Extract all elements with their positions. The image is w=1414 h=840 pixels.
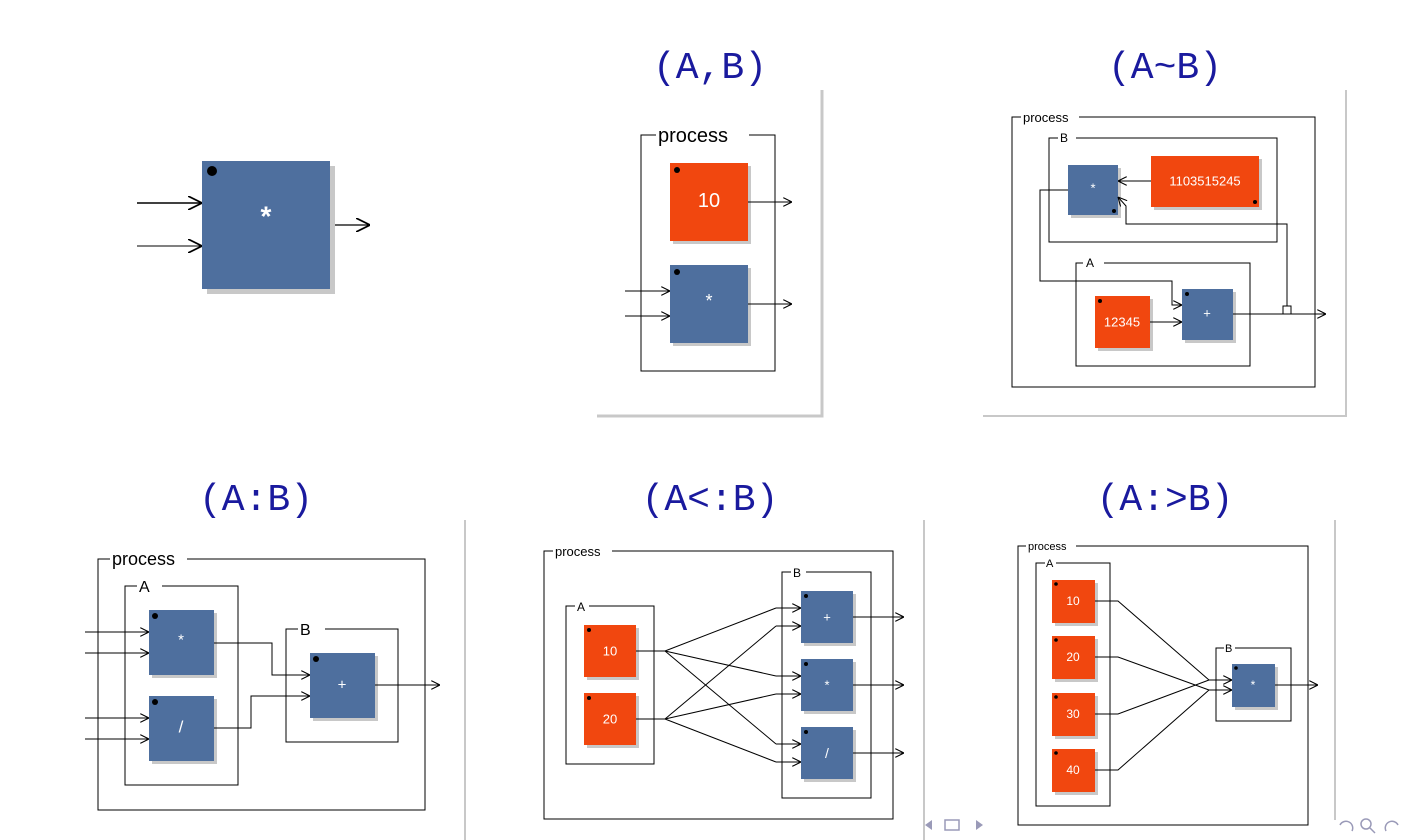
mul-block xyxy=(801,659,853,711)
diagram-merge: (A:>B) process A 10 20 30 40 B * xyxy=(1017,479,1336,826)
mul-block xyxy=(149,610,214,675)
num-block-30 xyxy=(1052,693,1095,736)
group-label-a: A xyxy=(139,579,150,596)
group-label-b: B xyxy=(1225,643,1232,655)
group-label-process: process xyxy=(112,549,175,569)
add-block xyxy=(310,653,375,718)
add-block xyxy=(801,591,853,643)
mul-label: * xyxy=(705,291,712,311)
mul-label: * xyxy=(261,201,272,232)
frame-icon[interactable] xyxy=(944,819,960,831)
diagram-single-mul: * xyxy=(137,161,370,294)
num-block-1103515245 xyxy=(1151,156,1259,207)
mul-label: * xyxy=(178,632,184,649)
num-label-10: 10 xyxy=(698,190,720,212)
title-parallel: (A,B) xyxy=(653,47,767,90)
diagram-recursive: (A~B) process B * 1103515245 A 12345 + xyxy=(983,47,1347,417)
mul-block xyxy=(1232,664,1275,707)
group-label-a: A xyxy=(1086,256,1094,270)
div-block xyxy=(149,696,214,761)
group-label-a: A xyxy=(577,600,585,614)
group-label-process: process xyxy=(555,544,601,559)
mul-label: * xyxy=(1251,678,1256,692)
search-icon[interactable] xyxy=(1360,818,1376,834)
num-label-1103515245: 1103515245 xyxy=(1169,174,1240,189)
num-label-30: 30 xyxy=(1066,707,1080,721)
title-merge: (A:>B) xyxy=(1097,479,1234,522)
div-block xyxy=(801,727,853,779)
nav-bar xyxy=(925,818,1399,834)
group-label-b: B xyxy=(1060,131,1068,145)
add-label: + xyxy=(338,677,347,694)
group-label-process: process xyxy=(1028,541,1067,553)
diagram-sequential: (A:B) process A * / B + xyxy=(85,479,466,840)
num-block-10 xyxy=(670,163,748,241)
group-label-process: process xyxy=(658,125,728,147)
add-block xyxy=(1182,289,1233,340)
triangle-left-icon[interactable] xyxy=(925,820,932,830)
group-label-process: process xyxy=(1023,110,1069,125)
title-split: (A<:B) xyxy=(642,479,779,522)
group-label-a: A xyxy=(1046,558,1054,570)
mul-label: * xyxy=(1090,181,1095,196)
triangle-right-icon[interactable] xyxy=(976,820,983,830)
num-label-10: 10 xyxy=(603,644,617,659)
num-block-20 xyxy=(584,693,636,745)
title-recursive: (A~B) xyxy=(1108,47,1222,90)
num-label-20: 20 xyxy=(603,712,617,727)
num-block-12345 xyxy=(1095,296,1150,348)
group-label-b: B xyxy=(793,566,801,580)
group-label-b: B xyxy=(300,622,311,639)
num-label-20: 20 xyxy=(1066,650,1080,664)
redo-icon[interactable] xyxy=(1384,820,1399,832)
mul-block xyxy=(670,265,748,343)
title-sequential: (A:B) xyxy=(199,479,313,522)
num-block-10 xyxy=(1052,580,1095,623)
add-label: + xyxy=(823,610,831,625)
div-label: / xyxy=(825,745,829,761)
undo-icon[interactable] xyxy=(1339,820,1354,832)
mul-block xyxy=(1068,165,1118,215)
div-label: / xyxy=(179,718,184,737)
mul-block xyxy=(202,161,330,289)
num-block-20 xyxy=(1052,636,1095,679)
num-block-40 xyxy=(1052,749,1095,792)
num-label-10: 10 xyxy=(1066,594,1080,608)
mul-label: * xyxy=(824,678,829,693)
diagram-parallel: (A,B) process 10 * xyxy=(597,47,824,418)
num-label-40: 40 xyxy=(1066,763,1080,777)
num-label-12345: 12345 xyxy=(1104,315,1140,330)
add-label: + xyxy=(1203,306,1211,321)
num-block-10 xyxy=(584,625,636,677)
diagram-split: (A<:B) process A 10 20 B + * / xyxy=(543,479,925,840)
